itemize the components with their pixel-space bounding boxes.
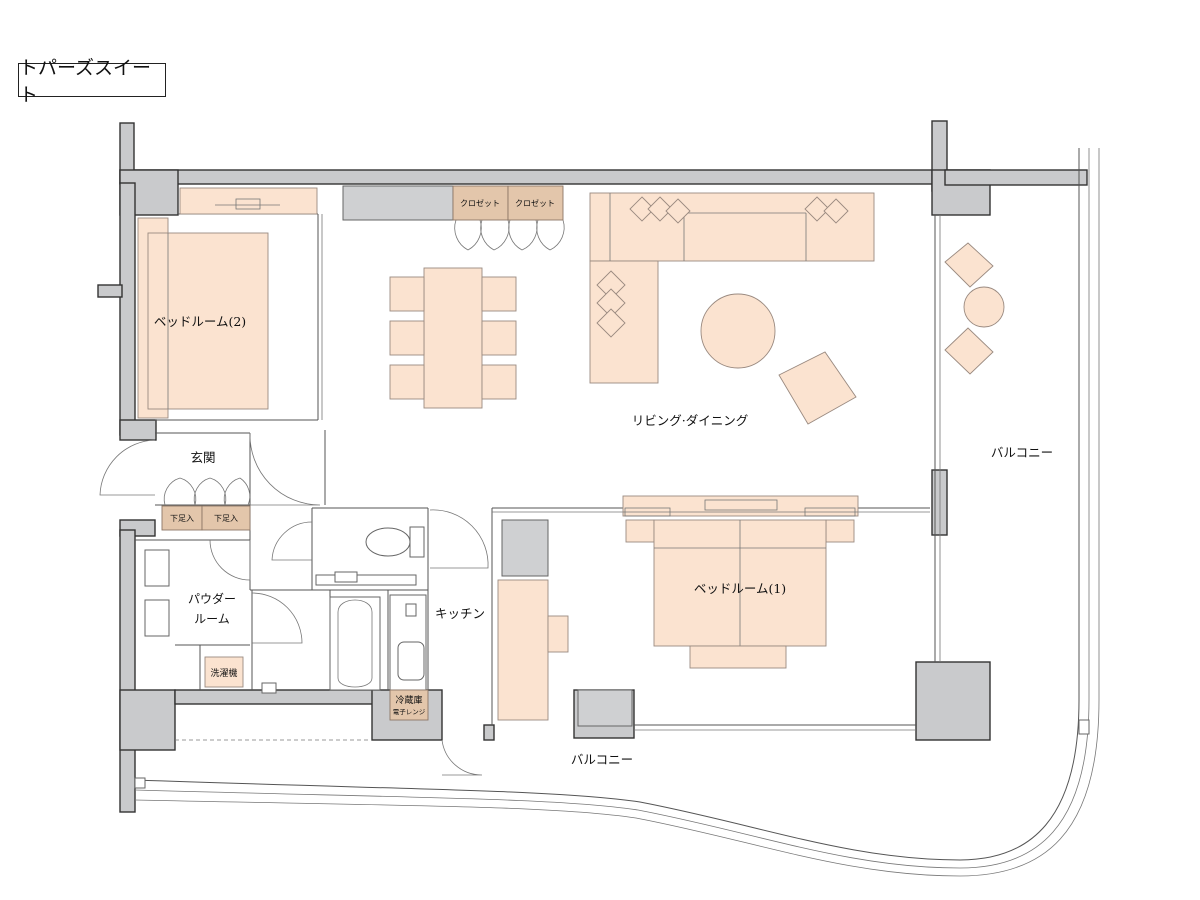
- dining-furniture: [389, 267, 517, 409]
- room-label-living: リビング·ダイニング: [632, 413, 748, 428]
- room-label-bedroom-1: ベッドルーム(1): [694, 581, 786, 596]
- closet-1: [452, 185, 509, 221]
- closet-label-1: クロゼット: [460, 198, 500, 208]
- room-label-entrance: 玄関: [190, 450, 215, 465]
- closet-2: [507, 185, 564, 221]
- room-label-balcony-right: バルコニー: [991, 445, 1053, 460]
- living-furniture: [589, 192, 875, 425]
- balcony-furniture: [944, 242, 1005, 375]
- fridge: [389, 689, 429, 721]
- room-label-bedroom-2: ベッドルーム(2): [154, 314, 246, 329]
- room-label-powder-line1: パウダー: [188, 591, 236, 606]
- balcony-railing: [134, 148, 1100, 877]
- fridge-label: 冷蔵庫: [395, 694, 422, 706]
- shoe-cabinet-2: [201, 505, 251, 531]
- bathroom-fixtures: [144, 526, 425, 694]
- washer-label: 洗濯機: [210, 667, 237, 679]
- labels: ベッドルーム(2) リビング·ダイニング バルコニー 玄関 パウダー ルーム キ…: [154, 198, 1053, 767]
- bedroom-2-furniture: [137, 187, 318, 419]
- walls: [97, 120, 1088, 813]
- microwave-label: 電子レンジ: [393, 708, 426, 716]
- shoe-cabinet-1: [161, 505, 203, 531]
- shoe-cabinet-label-2: 下足入: [214, 514, 238, 523]
- partitions: [135, 213, 941, 741]
- washer: [204, 656, 244, 688]
- doors: [99, 219, 565, 776]
- closet-label-2: クロゼット: [515, 198, 555, 208]
- room-label-balcony-bottom: バルコニー: [571, 752, 633, 767]
- bedroom-1-furniture: [622, 495, 859, 669]
- cabinets: [161, 185, 633, 727]
- room-label-powder-line2: ルーム: [194, 612, 230, 626]
- room-label-kitchen: キッチン: [435, 606, 485, 621]
- plan-title: トパーズスイート: [18, 57, 166, 106]
- shoe-cabinet-label-1: 下足入: [170, 514, 194, 523]
